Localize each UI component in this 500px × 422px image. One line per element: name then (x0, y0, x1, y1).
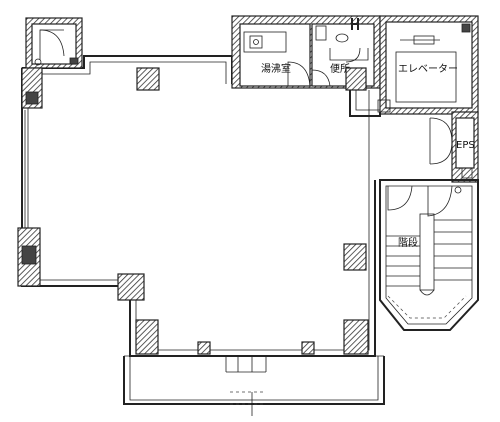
staircase (379, 179, 479, 331)
column-top-right (345, 67, 367, 91)
office-outer-wall (21, 55, 376, 357)
columns (17, 67, 369, 355)
mullion-1 (197, 341, 211, 355)
column-left-mid (17, 227, 41, 287)
top-left-closet (25, 17, 83, 69)
stairs-label: 階段 (398, 236, 418, 249)
column-bottom-right (343, 319, 369, 355)
eps-label: EPS (456, 140, 475, 151)
stairs-label-text: 階段 (398, 236, 418, 249)
toilet-label-text: 便所 (330, 62, 350, 75)
eps-room (429, 111, 479, 183)
kitchenette-label-text: 湯沸室 (261, 62, 291, 75)
elevator-shaft (377, 15, 479, 115)
column-right-mid (343, 243, 367, 271)
column-bottom-left (135, 319, 159, 355)
column-center (117, 273, 145, 301)
service-block (231, 15, 381, 89)
stair-treads (386, 219, 472, 287)
column-top-mid (136, 67, 160, 91)
mullion-2 (301, 341, 315, 355)
kitchenette-label: 湯沸室 (261, 62, 291, 75)
eps-label-text: EPS (456, 140, 475, 151)
column-top-left (21, 67, 43, 109)
entrance-balcony (123, 355, 385, 416)
entrance-doors (225, 356, 267, 416)
elevator-label-text: エレベーター (398, 63, 458, 75)
elevator-label: エレベーター (398, 63, 458, 75)
toilet-label: 便所 (330, 62, 350, 75)
